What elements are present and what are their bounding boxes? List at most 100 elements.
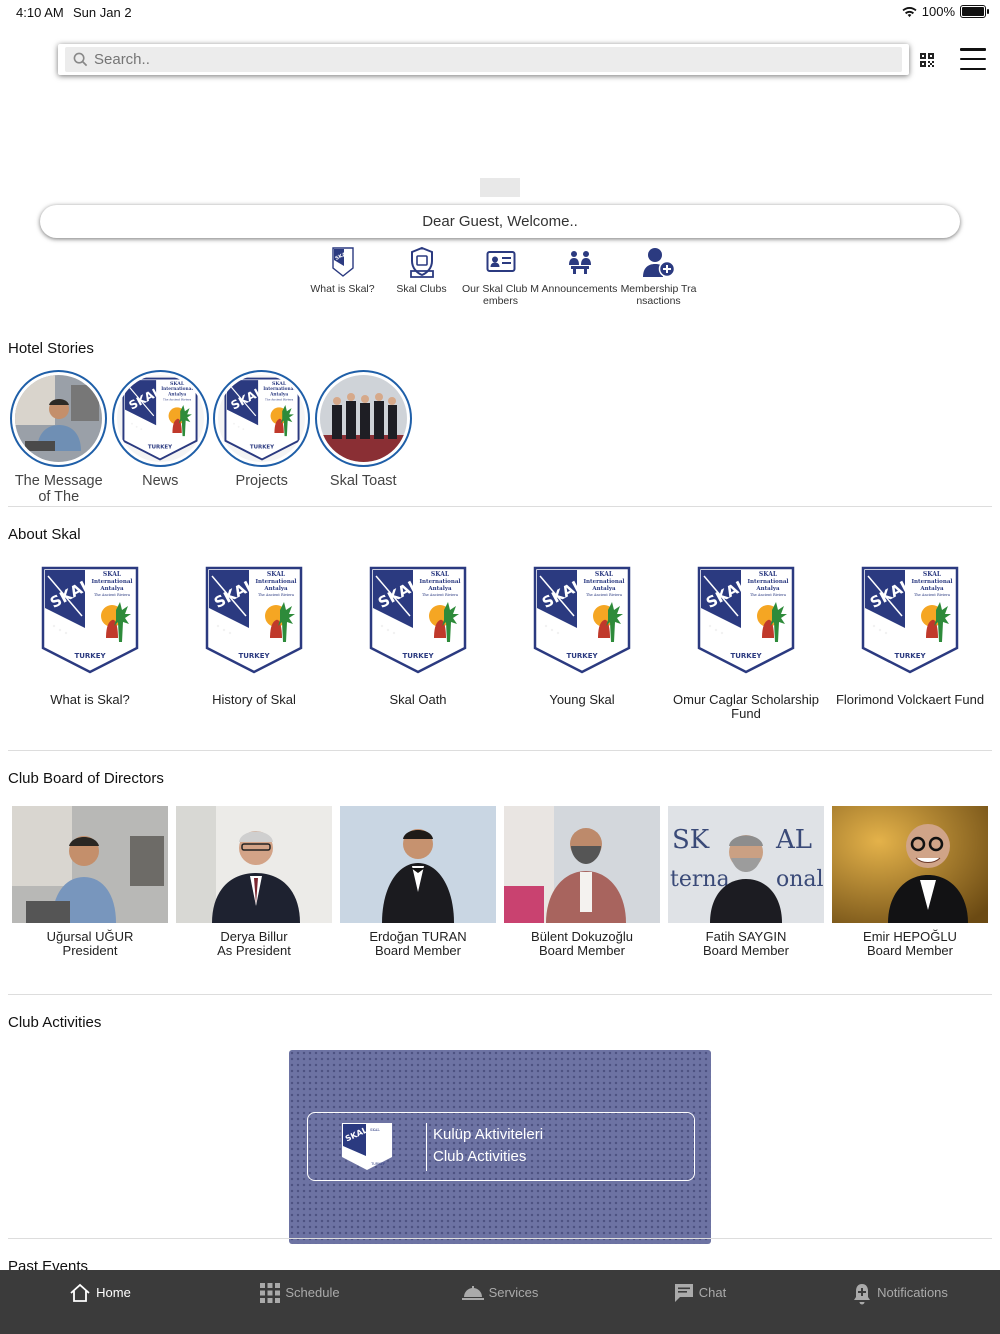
board-list: Uğursal UĞUR President Derya Billur As P… (8, 806, 992, 958)
quick-link-label: Skal Clubs (396, 283, 447, 295)
board-member[interactable]: Derya Billur As President (172, 806, 336, 958)
member-name: Erdoğan TURAN (369, 929, 467, 944)
search-bar (58, 44, 909, 75)
svg-text:The Ancient Riviera: The Ancient Riviera (422, 593, 459, 597)
quick-link-skal-clubs[interactable]: Skal Clubs (382, 245, 461, 307)
tab-schedule[interactable]: Schedule (200, 1270, 400, 1334)
story-label: News (142, 473, 179, 489)
quick-link-label: Membership Transactions (620, 283, 697, 307)
wifi-icon (902, 6, 917, 17)
quick-link-our-members[interactable]: Our Skal Club Members (461, 245, 540, 307)
status-right: 100% (902, 4, 989, 19)
svg-text:Antalya: Antalya (263, 586, 288, 592)
story-skal-toast[interactable]: Skal Toast (313, 370, 415, 505)
member-photo (176, 806, 332, 923)
qr-code-button[interactable] (920, 53, 934, 67)
quick-link-label: Our Skal Club Members (461, 283, 540, 307)
svg-text:The Ancient Riviera: The Ancient Riviera (586, 593, 623, 597)
about-item-oath[interactable]: SKAL SKAL International Antalya The Anci… (336, 566, 500, 721)
svg-text:TURKEY: TURKEY (238, 652, 270, 660)
svg-text:TURKEY: TURKEY (250, 444, 274, 450)
skal-logo-icon: SKAL (331, 247, 354, 277)
svg-text:SKAL: SKAL (595, 571, 614, 578)
skal-logo: SKAL SKAL International Antalya The Anci… (40, 566, 140, 679)
about-item-history[interactable]: SKAL SKAL International Antalya The Anci… (172, 566, 336, 721)
story-projects[interactable]: SKAL SKAL International Antalya The Anci… (211, 370, 313, 505)
badge-icon (409, 246, 434, 278)
tab-label: Chat (698, 1285, 727, 1300)
svg-text:Antalya: Antalya (591, 586, 616, 592)
slider-placeholder (480, 178, 520, 197)
member-photo (832, 806, 988, 923)
tab-label: Services (488, 1285, 539, 1300)
tab-services[interactable]: Services (400, 1270, 600, 1334)
tab-home[interactable]: Home (0, 1270, 200, 1334)
divider (8, 1238, 992, 1239)
people-meeting-icon (568, 251, 591, 274)
hamburger-menu-button[interactable] (960, 48, 986, 70)
battery-icon (960, 5, 989, 18)
hotel-stories: The Message of The SKAL SKAL Internation… (8, 370, 414, 505)
about-item-what-is-skal[interactable]: SKAL SKAL International Antalya The Anci… (8, 566, 172, 721)
battery-percent: 100% (921, 4, 955, 19)
svg-text:SKAL: SKAL (267, 571, 286, 578)
svg-text:The Ancient Riviera: The Ancient Riviera (265, 397, 293, 401)
about-item-label: History of Skal (212, 692, 296, 707)
tab-notifications[interactable]: Notifications (800, 1270, 1000, 1334)
section-title-about-skal: About Skal (8, 526, 81, 543)
svg-text:onal: onal (776, 867, 824, 892)
svg-text:SKAL: SKAL (923, 571, 942, 578)
tab-chat[interactable]: Chat (600, 1270, 800, 1334)
search-icon (73, 52, 88, 67)
logo-text: SKAL (370, 1128, 380, 1132)
svg-text:The Ancient Riviera: The Ancient Riviera (94, 593, 131, 597)
section-title-hotel-stories: Hotel Stories (8, 340, 94, 357)
skal-logo: SKAL SKAL TURKEY (340, 1121, 394, 1176)
svg-text:The Ancient Riviera: The Ancient Riviera (258, 593, 295, 597)
svg-text:International: International (255, 579, 296, 585)
about-item-young-skal[interactable]: SKAL SKAL International Antalya The Anci… (500, 566, 664, 721)
club-activities-banner[interactable]: SKAL SKAL TURKEY Kulüp Aktiviteleri Club… (289, 1050, 711, 1244)
svg-text:Antalya: Antalya (919, 586, 944, 592)
board-member[interactable]: Erdoğan TURAN Board Member (336, 806, 500, 958)
banner-separator (426, 1123, 427, 1171)
tab-label: Home (96, 1285, 131, 1300)
status-time: 4:10 AM (16, 5, 64, 20)
chat-icon (674, 1284, 693, 1302)
tab-label: Schedule (285, 1285, 340, 1300)
quick-link-announcements[interactable]: Announcements (540, 245, 619, 307)
about-item-volckaert-fund[interactable]: SKAL SKAL International Antalya The Anci… (828, 566, 992, 721)
skal-logo: SKAL SKAL International Antalya The Anci… (116, 375, 204, 462)
about-item-label: Young Skal (549, 692, 615, 707)
story-label: Skal Toast (329, 473, 397, 489)
banner-title-en: Club Activities (433, 1148, 527, 1165)
member-name: Bülent Dokuzoğlu (531, 929, 633, 944)
member-role: Board Member (539, 943, 625, 958)
tab-label: Notifications (877, 1285, 948, 1300)
about-item-scholarship[interactable]: SKAL SKAL International Antalya The Anci… (664, 566, 828, 721)
svg-text:SKAL: SKAL (759, 571, 778, 578)
svg-text:SKAL: SKAL (103, 571, 122, 578)
svg-text:TURKEY: TURKEY (74, 652, 106, 660)
svg-text:The Ancient Riviera: The Ancient Riviera (750, 593, 787, 597)
id-card-icon (486, 251, 515, 272)
quick-link-membership[interactable]: Membership Transactions (619, 245, 698, 307)
board-member[interactable]: Bülent Dokuzoğlu Board Member (500, 806, 664, 958)
story-news[interactable]: SKAL SKAL International Antalya The Anci… (110, 370, 212, 505)
story-label: The Message of The (14, 473, 103, 505)
svg-text:SK: SK (672, 825, 710, 855)
board-member[interactable]: Uğursal UĞUR President (8, 806, 172, 958)
story-message[interactable]: The Message of The (8, 370, 110, 505)
member-name: Fatih SAYGIN (705, 929, 787, 944)
about-item-label: Florimond Volckaert Fund (835, 692, 985, 707)
welcome-text: Dear Guest, Welcome.. (422, 213, 578, 230)
quick-link-what-is-skal[interactable]: SKAL What is Skal? (303, 245, 382, 307)
svg-text:TURKEY: TURKEY (566, 652, 598, 660)
search-input[interactable] (94, 51, 854, 68)
menu-line (960, 67, 986, 70)
board-member[interactable]: Emir HEPOĞLU Board Member (828, 806, 992, 958)
skal-logo: SKAL SKAL International Antalya The Anci… (532, 566, 632, 679)
svg-text:International: International (583, 579, 624, 585)
